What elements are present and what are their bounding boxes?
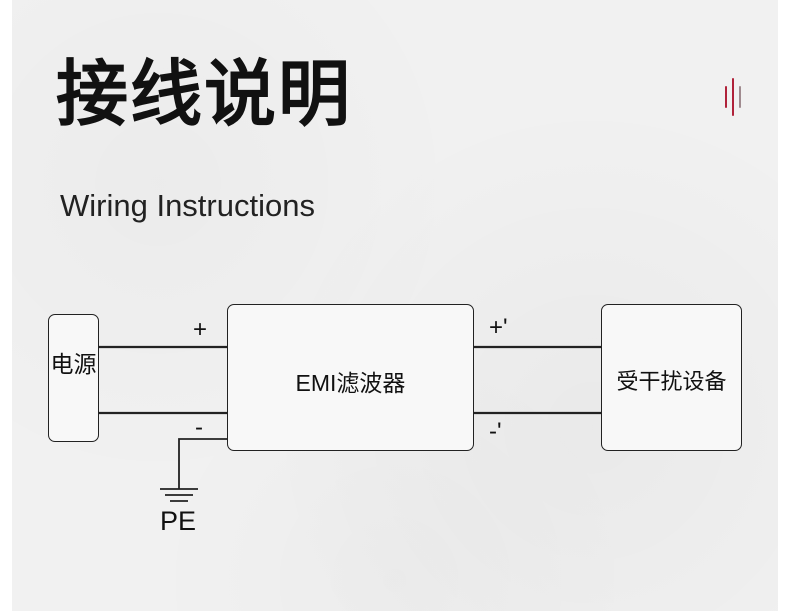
ground-icon <box>160 488 198 502</box>
emi-filter-label: EMI滤波器 <box>295 370 406 396</box>
input-positive-label: + <box>193 316 208 343</box>
page-subtitle: Wiring Instructions <box>60 188 315 223</box>
device-box <box>601 304 742 451</box>
ground-label: PE <box>160 506 197 536</box>
brand-bar-left <box>725 86 727 108</box>
left-margin-band <box>0 0 12 611</box>
power-source-label: 电源 <box>50 351 97 377</box>
output-negative-label: -' <box>489 418 502 445</box>
brand-bar-center <box>732 78 734 116</box>
brand-bar-right <box>739 86 741 108</box>
page-title: 接线说明 <box>56 52 353 136</box>
output-positive-label: +' <box>489 314 508 341</box>
input-negative-label: - <box>195 414 203 441</box>
right-margin-band <box>778 0 790 611</box>
brand-logo-icon <box>723 78 745 118</box>
power-source-box <box>48 314 99 442</box>
device-label: 受干扰设备 <box>616 369 727 394</box>
emi-filter-box <box>227 304 474 451</box>
ground-wire <box>178 438 227 489</box>
